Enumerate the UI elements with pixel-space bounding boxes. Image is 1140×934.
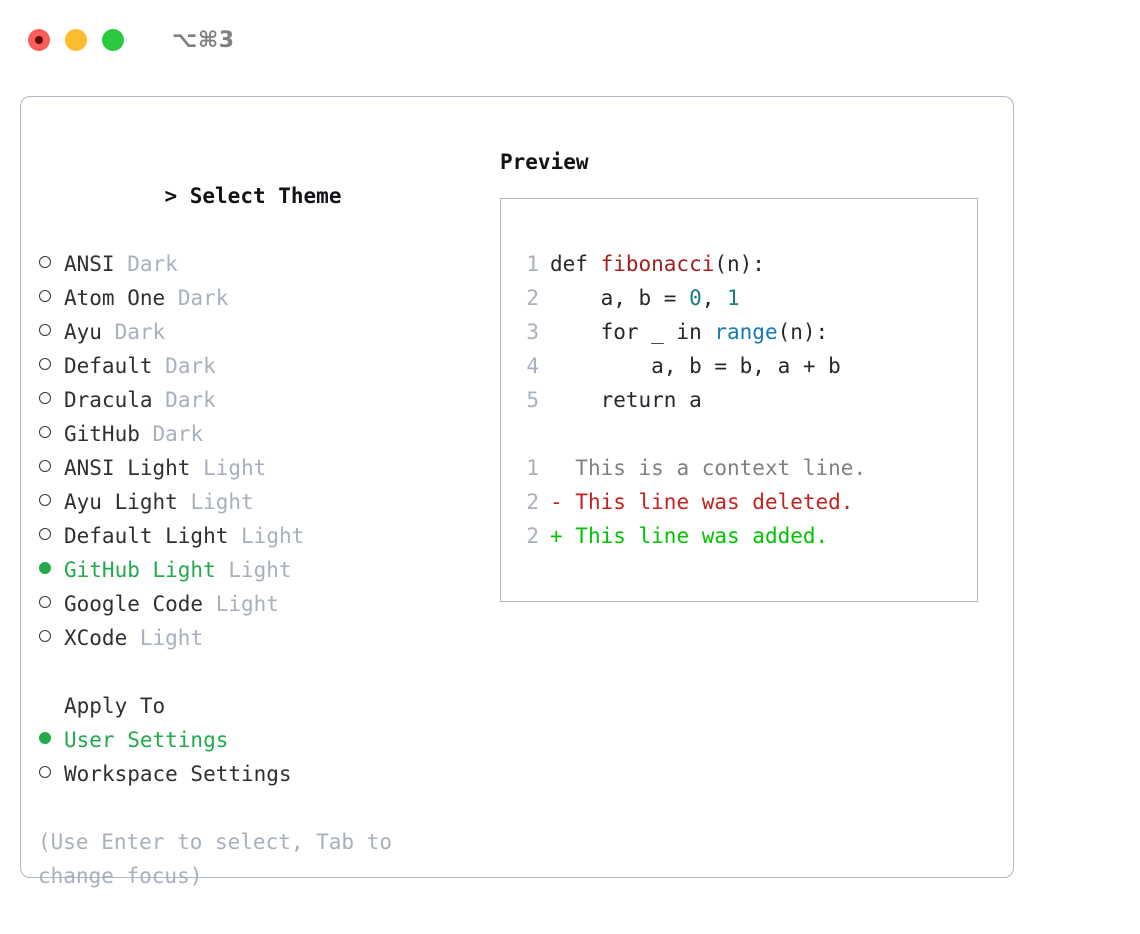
theme-item-tag: Light (139, 626, 204, 650)
theme-item-xcode[interactable]: XCode Light (38, 621, 478, 655)
preview-heading: Preview (500, 150, 589, 174)
theme-item-google-code[interactable]: Google Code Light (38, 587, 478, 621)
diff-marker (550, 451, 563, 485)
code-token-call: range (714, 320, 778, 344)
code-token: for _ in (550, 320, 715, 344)
maximize-button[interactable] (102, 29, 124, 51)
code-token: (n): (714, 252, 765, 276)
diff-text: This is a context line. (562, 456, 867, 480)
theme-item-label: XCode (64, 626, 128, 650)
theme-item-ayu-light[interactable]: Ayu Light Light (38, 485, 478, 519)
line-number: 2 (526, 490, 539, 514)
theme-item-ayu-dark[interactable]: Ayu Dark (38, 315, 478, 349)
line-number: 2 (526, 524, 539, 548)
code-token: return a (550, 388, 702, 412)
select-theme-heading: > Select Theme (38, 145, 478, 247)
apply-to-heading: Apply To (64, 694, 166, 718)
diff-text: This line was added. (562, 524, 829, 548)
theme-list: ANSI Dark Atom One Dark Ayu Dark Default… (38, 247, 478, 655)
line-number: 3 (526, 320, 539, 344)
theme-item-tag: Light (190, 490, 254, 514)
theme-item-tag: Light (228, 558, 292, 582)
apply-option-label: Workspace Settings (64, 762, 292, 786)
code-token-number: 0 (689, 286, 702, 310)
theme-item-default-dark[interactable]: Default Dark (38, 349, 478, 383)
theme-item-github-dark[interactable]: GitHub Dark (38, 417, 478, 451)
keyboard-hint-text: (Use Enter to select, Tab to change focu… (38, 830, 393, 888)
theme-item-label: Default Light (64, 524, 229, 548)
theme-item-label: ANSI Light (64, 456, 191, 480)
theme-item-tag: Light (215, 592, 279, 616)
diff-marker: + (550, 524, 563, 548)
theme-item-label: ANSI (64, 252, 115, 276)
theme-item-label: Google Code (64, 592, 204, 616)
line-number: 2 (526, 286, 539, 310)
theme-item-ansi-light[interactable]: ANSI Light Light (38, 451, 478, 485)
code-token: def (550, 252, 601, 276)
theme-item-label: Default (64, 354, 153, 378)
code-token: (n): (777, 320, 829, 344)
theme-item-tag: Dark (152, 422, 204, 446)
code-line: 2 a, b = 0, 1 (517, 281, 977, 315)
close-icon (35, 36, 43, 44)
code-line: 3 for _ in range(n): (517, 315, 977, 349)
theme-selector-column: > Select Theme ANSI Dark Atom One Dark A… (38, 145, 478, 893)
window-controls (28, 29, 124, 51)
theme-item-tag: Dark (165, 354, 216, 378)
apply-option-user-settings[interactable]: User Settings (38, 723, 478, 757)
code-token: a, b = b, a + b (550, 354, 841, 378)
keyboard-shortcut-label: ⌥⌘3 (172, 27, 235, 53)
diff-line-context: 1 This is a context line. (517, 451, 977, 485)
theme-item-label: Atom One (64, 286, 166, 310)
apply-option-workspace-settings[interactable]: Workspace Settings (38, 757, 478, 791)
theme-item-label: GitHub Light (64, 558, 216, 582)
select-theme-title: Select Theme (189, 184, 342, 208)
theme-item-label: Dracula (64, 388, 153, 412)
theme-item-tag: Dark (177, 286, 229, 310)
prompt-marker: > (164, 184, 178, 208)
theme-item-label: Ayu (64, 320, 102, 344)
title-bar: ⌥⌘3 (0, 0, 1140, 80)
line-number: 4 (526, 354, 539, 378)
diff-text: This line was deleted. (562, 490, 854, 514)
code-line: 1 def fibonacci(n): (517, 247, 977, 281)
code-line: 5 return a (517, 383, 977, 417)
theme-item-label: Ayu Light (64, 490, 178, 514)
theme-item-ansi-dark[interactable]: ANSI Dark (38, 247, 478, 281)
diff-sample: 1 This is a context line. 2- This line w… (517, 451, 977, 553)
main-panel: > Select Theme ANSI Dark Atom One Dark A… (20, 96, 1014, 888)
theme-item-label: GitHub (64, 422, 140, 446)
theme-item-github-light[interactable]: GitHub Light Light (38, 553, 478, 587)
apply-option-label: User Settings (64, 728, 229, 752)
theme-item-tag: Dark (114, 320, 166, 344)
line-number: 5 (526, 388, 539, 412)
diff-line-deleted: 2- This line was deleted. (517, 485, 977, 519)
section-spacer (38, 655, 478, 689)
line-number: 1 (526, 456, 539, 480)
code-token-function: fibonacci (600, 252, 715, 276)
diff-line-added: 2 + This line was added. (517, 519, 977, 553)
theme-item-tag: Light (203, 456, 267, 480)
code-line: 4 a, b = b, a + b (517, 349, 977, 383)
minimize-button[interactable] (65, 29, 87, 51)
code-token-number: 1 (727, 286, 740, 310)
theme-item-dracula-dark[interactable]: Dracula Dark (38, 383, 478, 417)
theme-item-tag: Dark (165, 388, 216, 412)
code-token: a, b = (550, 286, 690, 310)
theme-item-atom-one-dark[interactable]: Atom One Dark (38, 281, 478, 315)
theme-item-tag: Dark (127, 252, 178, 276)
apply-to-list: User Settings Workspace Settings (38, 723, 478, 791)
theme-item-default-light[interactable]: Default Light Light (38, 519, 478, 553)
theme-item-tag: Light (241, 524, 305, 548)
code-token: , (701, 286, 728, 310)
line-number: 1 (526, 252, 539, 276)
close-button[interactable] (28, 29, 50, 51)
preview-divider-space (517, 417, 977, 451)
diff-marker: - (550, 490, 563, 514)
